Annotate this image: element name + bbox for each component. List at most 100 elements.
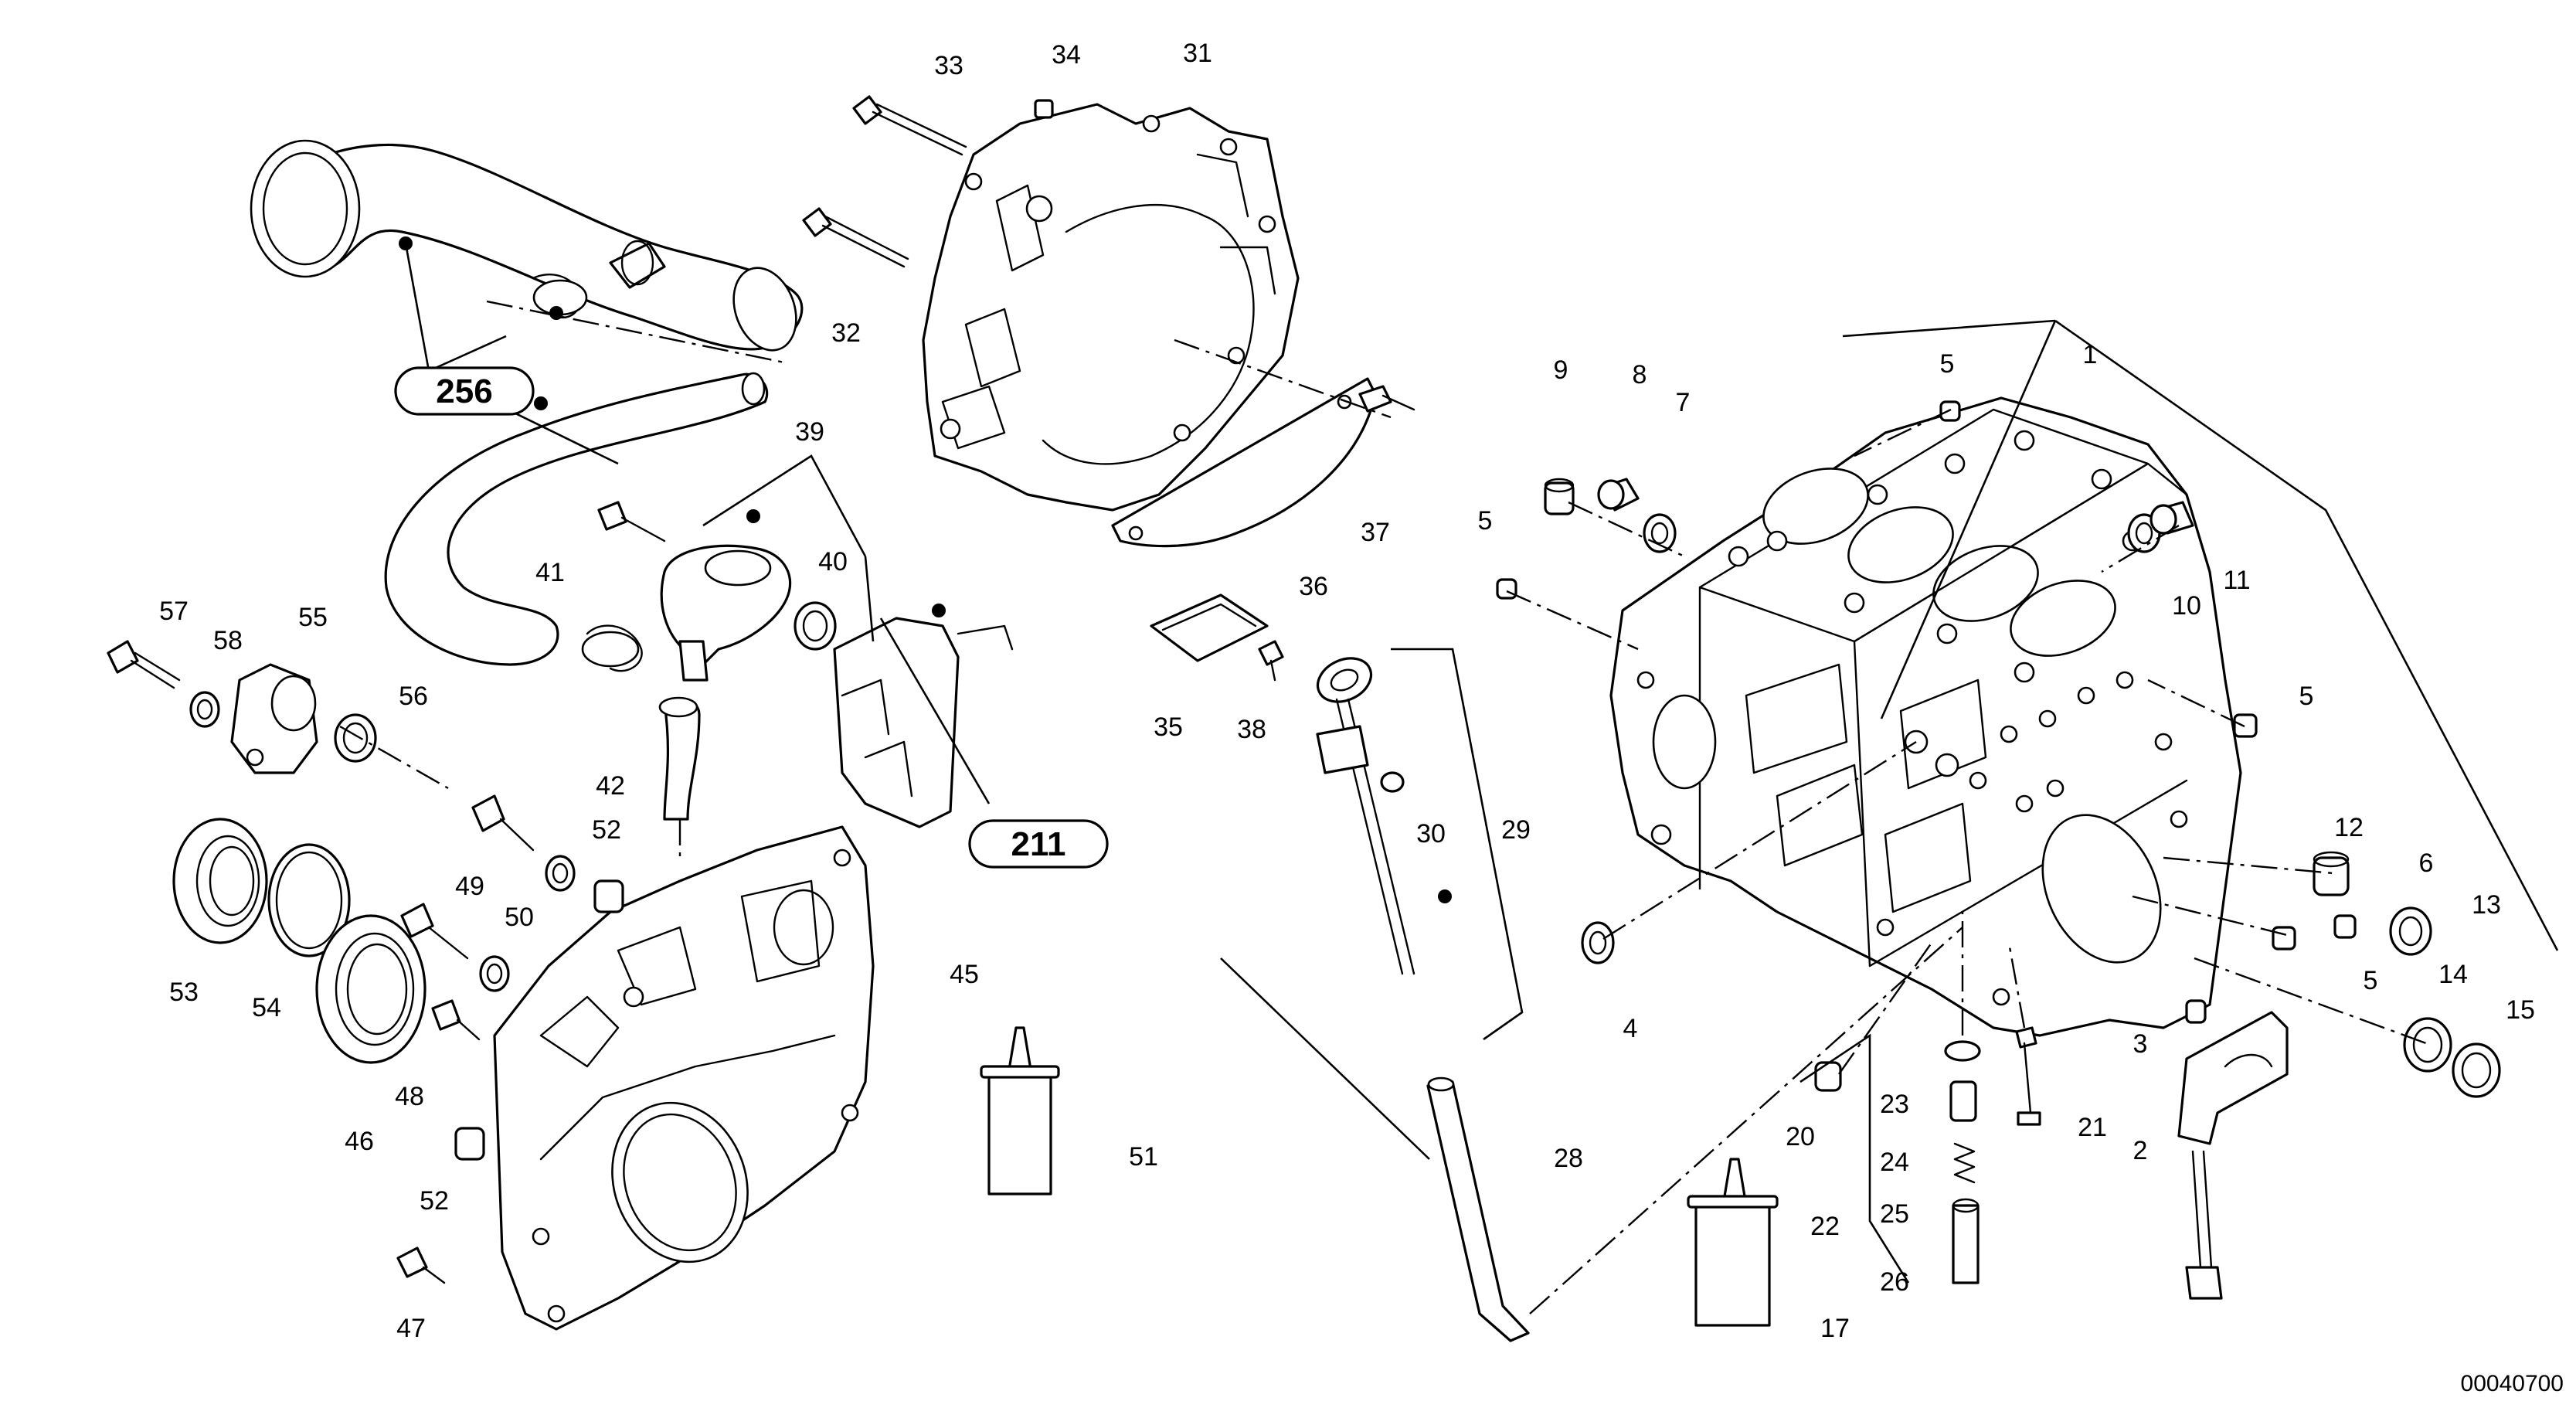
- label-5d: 5: [2364, 966, 2378, 995]
- label-34: 34: [1052, 40, 1081, 70]
- bushing-52: [454, 879, 624, 1161]
- plug-13: [2389, 906, 2432, 956]
- label-25: 25: [1880, 1199, 1909, 1229]
- elbow-pipe-42: [658, 696, 701, 821]
- label-58: 58: [213, 626, 243, 655]
- label-53: 53: [169, 978, 199, 1007]
- seal-4: [1581, 921, 1615, 964]
- plug-6: [2333, 914, 2357, 939]
- label-33: 33: [934, 51, 963, 80]
- screw-48: [431, 999, 481, 1041]
- assembly-lines: [339, 300, 2427, 1314]
- thermostat-housing: [660, 544, 792, 682]
- label-46: 46: [345, 1127, 374, 1156]
- label-52b: 52: [420, 1186, 449, 1216]
- label-10: 10: [2172, 591, 2201, 621]
- bolt-32: [802, 207, 909, 268]
- svg-text:211: 211: [1011, 825, 1066, 863]
- label-40: 40: [818, 547, 848, 576]
- seal-14: [2403, 1017, 2452, 1073]
- cap-12: [2313, 851, 2350, 896]
- o-ring-40: [794, 601, 837, 651]
- label-38: 38: [1237, 715, 1266, 744]
- label-36: 36: [1299, 572, 1328, 601]
- label-23: 23: [1880, 1090, 1909, 1119]
- screw-21: [2015, 1026, 2041, 1126]
- plug-11: [2149, 501, 2194, 535]
- timing-cover-45: [493, 825, 875, 1331]
- label-32: 32: [831, 318, 861, 348]
- bolt-49: [471, 794, 535, 852]
- label-39: 39: [795, 417, 824, 447]
- label-20: 20: [1786, 1122, 1815, 1151]
- dipstick-assembly: [1316, 657, 1530, 1342]
- bolt-57: [107, 640, 181, 689]
- label-26: 26: [1880, 1267, 1909, 1297]
- bolt-2: [2185, 1150, 2223, 1300]
- bolt-41: [597, 501, 666, 542]
- bolt-37: [1358, 385, 1415, 413]
- cylinder-block: [1609, 396, 2242, 1037]
- label-22: 22: [1810, 1212, 1840, 1241]
- label-5b: 5: [1478, 506, 1493, 536]
- seal-15: [2452, 1042, 2501, 1098]
- label-9: 9: [1554, 355, 1568, 385]
- label-15: 15: [2506, 995, 2535, 1025]
- label-12: 12: [2334, 813, 2364, 842]
- washer-58: [189, 691, 220, 728]
- label-8: 8: [1633, 360, 1647, 389]
- label-24: 24: [1880, 1148, 1909, 1177]
- label-3: 3: [2133, 1029, 2148, 1059]
- label-48: 48: [395, 1082, 424, 1111]
- reference-box-256: 256: [394, 366, 535, 416]
- label-55: 55: [298, 603, 328, 632]
- valve-parts-23-26: [1944, 1040, 1981, 1284]
- label-56: 56: [399, 682, 428, 711]
- sealant-tube-51: [980, 1026, 1060, 1195]
- ref-dots: [399, 236, 1452, 903]
- plug-8: [1597, 478, 1640, 512]
- label-5c: 5: [2299, 682, 2314, 711]
- bearing-cap-3: [2177, 999, 2289, 1145]
- washer-7: [1643, 513, 1677, 553]
- label-51: 51: [1129, 1142, 1158, 1172]
- seal-46: [315, 914, 427, 1064]
- label-5a: 5: [1940, 349, 1955, 379]
- label-14: 14: [2438, 960, 2468, 989]
- label-17: 17: [1820, 1314, 1850, 1343]
- plate-35: [1150, 593, 1269, 662]
- label-45: 45: [950, 960, 979, 989]
- dowel-34: [1034, 99, 1054, 119]
- sealant-tube-17: [1687, 1158, 1779, 1327]
- label-28: 28: [1554, 1144, 1583, 1173]
- label-37: 37: [1361, 518, 1390, 547]
- label-7: 7: [1676, 388, 1691, 417]
- part-labels: 1 2 3 4 5 5 5 5 6 7 8 9 10 11 12 13 14 1…: [159, 39, 2535, 1343]
- bolt-33: [852, 95, 967, 156]
- label-6: 6: [2419, 849, 2434, 878]
- bracket-55: [230, 663, 318, 774]
- plugs-5: [1496, 400, 2296, 951]
- reference-box-211: 211: [968, 819, 1109, 869]
- label-50: 50: [505, 903, 534, 932]
- label-29: 29: [1501, 815, 1531, 845]
- washer-50: [479, 855, 576, 992]
- bolt-47: [396, 1246, 446, 1284]
- label-35: 35: [1154, 713, 1183, 742]
- label-30: 30: [1416, 819, 1446, 849]
- bracket-211: [833, 617, 1014, 828]
- label-42: 42: [596, 771, 625, 801]
- bolt-50: [400, 903, 469, 960]
- label-4: 4: [1623, 1014, 1638, 1043]
- plug-20: [1814, 1061, 1842, 1092]
- label-54: 54: [252, 993, 281, 1022]
- label-49: 49: [455, 872, 484, 901]
- o-ring-56: [334, 713, 377, 763]
- label-13: 13: [2472, 890, 2501, 920]
- seal-carrier-53: [172, 818, 268, 944]
- label-11: 11: [2223, 566, 2250, 595]
- label-2: 2: [2133, 1136, 2148, 1165]
- intake-hose: [250, 139, 804, 352]
